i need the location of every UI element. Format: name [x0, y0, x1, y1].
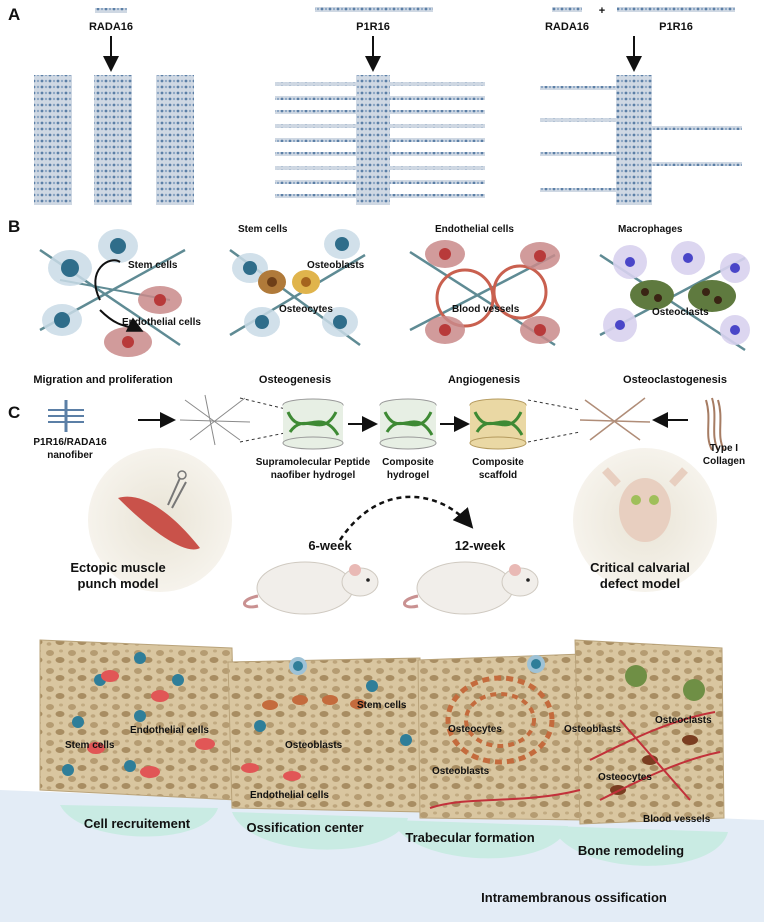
rada16-label: RADA16 [89, 21, 133, 33]
hydrogel-label-line2: naofiber hydrogel [271, 470, 356, 481]
b2-caption: Osteogenesis [259, 374, 331, 386]
panel-b: B Stem cells Endothelial cells Migration… [8, 217, 750, 386]
osteoclastogenesis-illustration [599, 241, 750, 352]
nanofiber-label-line2: nanofiber [47, 450, 93, 461]
composite-scaffold-icon [469, 398, 527, 450]
bone-osteocytes-3: Osteocytes [448, 724, 502, 735]
stage-4-label: Bone remodeling [578, 843, 684, 858]
hydrogel-label-line1: Supramolecular Peptide [256, 457, 371, 468]
block3-cells [429, 655, 581, 809]
bone-osteocytes-4: Osteocytes [598, 772, 652, 783]
ectopic-model-label-line2: punch model [78, 576, 159, 591]
panel-c-letter: C [8, 403, 20, 422]
bone-osteoclasts-4: Osteoclasts [655, 715, 712, 726]
process-label: Intramembranous ossification [481, 890, 667, 905]
panel-c: C P1R16/RADA16 nanofiber Supramolecular … [8, 394, 745, 615]
ectopic-model-label-line1: Ectopic muscle [70, 560, 165, 575]
b4-macrophages-label: Macrophages [618, 224, 683, 235]
panel-a: A RADA16 P1R16 RADA16 + P1R16 [8, 5, 742, 205]
week-6-label: 6-week [308, 538, 352, 553]
b3-endothelial-cells-label: Endothelial cells [435, 224, 514, 235]
mix-p1r16-label: P1R16 [659, 21, 693, 33]
calvarial-model-label-line1: Critical calvarial [590, 560, 690, 575]
skull-icon [602, 467, 688, 542]
bone-section: Endothelial cells Stem cells Stem cells … [0, 639, 764, 922]
bone-block-3 [417, 653, 587, 821]
stage-dome-2 [232, 812, 408, 850]
block2-cells [241, 657, 412, 781]
bone-blood-vessels-4: Blood vessels [643, 814, 711, 825]
fiber-mesh-zoom [179, 394, 291, 446]
collagen-label-line1: Type I [710, 443, 738, 454]
b1-stem-cells-label: Stem cells [128, 260, 178, 271]
rada16-fiber-2 [94, 75, 132, 205]
rada16-fiber-3 [156, 75, 194, 205]
calvarial-model-label-line2: defect model [600, 576, 680, 591]
b2-stem-cells-label: Stem cells [238, 224, 288, 235]
b4-osteoclasts-label: Osteoclasts [652, 307, 709, 318]
stage-dome-1 [60, 805, 218, 837]
osteogenesis-illustration [229, 229, 366, 347]
composite-hydrogel-label-line2: hydrogel [387, 470, 429, 481]
stage-dome-3 [392, 820, 568, 859]
b2-osteocytes-label: Osteocytes [279, 304, 333, 315]
b3-caption: Angiogenesis [448, 374, 520, 386]
b1-caption: Migration and proliferation [33, 374, 173, 386]
bone-osteoblasts-4: Osteoblasts [564, 724, 622, 735]
bone-block-2 [227, 657, 425, 813]
rat-12-week-icon [403, 561, 539, 615]
peptide-hydrogel-icon [282, 398, 344, 450]
b4-caption: Osteoclastogenesis [623, 374, 727, 386]
bone-stem-cells-2: Stem cells [357, 700, 407, 711]
bone-endothelial-cells-1: Endothelial cells [130, 725, 209, 736]
bone-endothelial-cells-2: Endothelial cells [250, 790, 329, 801]
mix-rada16-label: RADA16 [545, 21, 589, 33]
b3-blood-vessels-label: Blood vessels [452, 304, 520, 315]
bone-stem-cells-1: Stem cells [65, 740, 115, 751]
stage-1-label: Cell recruitement [84, 816, 191, 831]
block4-cells [589, 665, 721, 801]
mix-fiber-bundle [540, 75, 742, 205]
nanofiber-label-line1: P1R16/RADA16 [33, 437, 107, 448]
angiogenesis-illustration [409, 240, 560, 347]
stage-2-label: Ossification center [246, 820, 363, 835]
panel-b-letter: B [8, 217, 20, 236]
timeline-arrow [338, 495, 474, 541]
panel-a-letter: A [8, 5, 20, 24]
muscle-icon [118, 470, 200, 550]
composite-scaffold-label-line1: Composite [472, 457, 524, 468]
migration-illustration [39, 229, 186, 357]
bone-osteoblasts-3: Osteoblasts [432, 766, 490, 777]
week-12-label: 12-week [455, 538, 506, 553]
composite-scaffold-label-line2: scaffold [479, 470, 517, 481]
nanofiber-icon [48, 400, 84, 432]
b2-osteoblasts-label: Osteoblasts [307, 260, 365, 271]
p1r16-monomer [315, 7, 433, 12]
stage-3-label: Trabecular formation [405, 830, 534, 845]
rada16-fiber-1 [34, 75, 72, 205]
mix-rada16-monomer [552, 7, 582, 12]
composite-hydrogel-label-line1: Composite [382, 457, 434, 468]
stage-dome-4 [552, 826, 728, 866]
composite-hydrogel-icon [379, 398, 437, 450]
p1r16-fiber-bundle [275, 75, 485, 205]
b1-endothelial-cells-label: Endothelial cells [122, 317, 201, 328]
mix-p1r16-monomer [617, 7, 735, 12]
rada16-monomer [95, 8, 127, 13]
mix-plus-label: + [599, 5, 605, 17]
block1-cells [62, 652, 215, 778]
collagen-mesh-zoom [527, 397, 651, 443]
collagen-label-line2: Collagen [703, 456, 745, 467]
rat-6-week-icon [243, 561, 379, 615]
collagen-fiber-icon [705, 397, 725, 451]
p1r16-label: P1R16 [356, 21, 390, 33]
bone-osteoblasts-2: Osteoblasts [285, 740, 343, 751]
